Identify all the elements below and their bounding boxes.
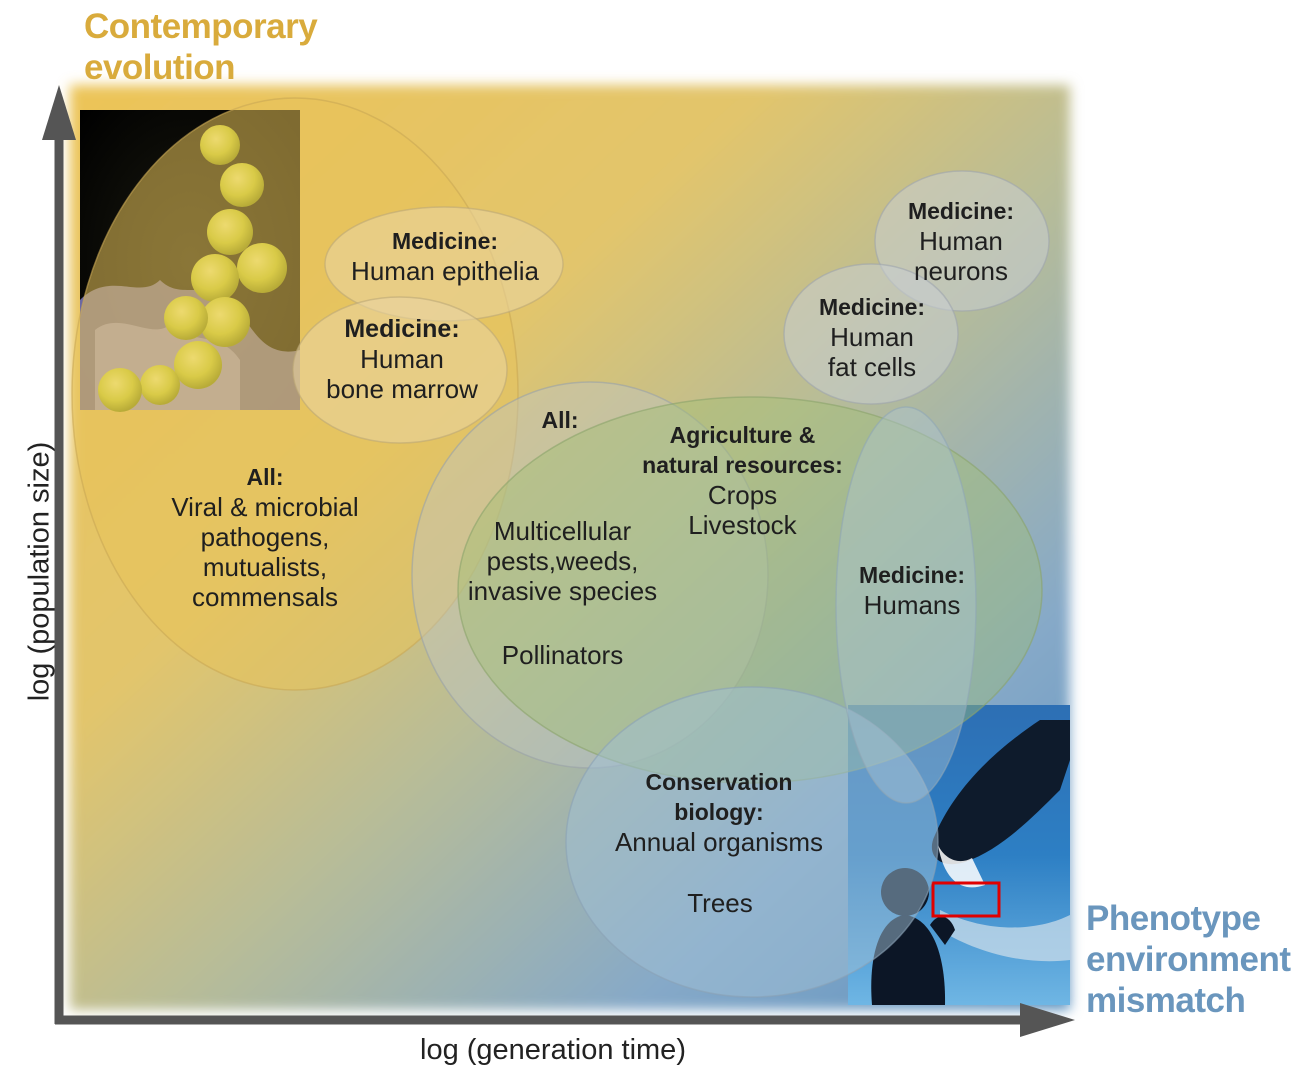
region-ellipse-conservation	[565, 686, 939, 998]
label-agriculture: Agriculture & natural resources: Crops L…	[630, 420, 855, 540]
line: pests,weeds,	[486, 546, 639, 576]
line: Humans	[863, 590, 961, 620]
line: Annual organisms	[614, 827, 824, 857]
line: Pollinators	[501, 640, 624, 670]
contemporary-line: Contemporary	[84, 7, 318, 46]
label-humans: Medicine: Humans	[848, 560, 976, 620]
line: invasive species	[467, 576, 658, 606]
y-axis-arrowhead	[42, 85, 76, 140]
region-ellipse-humans	[835, 406, 977, 804]
heading: Medicine:	[858, 562, 966, 588]
heading: Medicine:	[344, 315, 460, 343]
phenotype-mismatch-label: Phenotype environment mismatch	[1086, 898, 1291, 1021]
line: Human	[360, 344, 444, 374]
label-trees: Trees	[660, 888, 780, 918]
label-neurons: Medicine: Human neurons	[885, 196, 1037, 286]
line: pathogens,	[200, 522, 330, 552]
x-axis-arrowhead	[1020, 1003, 1075, 1037]
heading: Medicine:	[391, 228, 499, 254]
label-conservation: Conservation biology: Annual organisms	[590, 767, 848, 857]
region-ellipse-bone-marrow	[292, 296, 508, 444]
line: Livestock	[688, 510, 797, 540]
y-axis-label: log (population size)	[23, 441, 56, 702]
heading: natural resources:	[642, 452, 843, 478]
mismatch-line: mismatch	[1086, 981, 1246, 1020]
label-fat-cells: Medicine: Human fat cells	[796, 292, 948, 382]
evolution-line: evolution	[84, 48, 236, 87]
heading: Medicine:	[907, 198, 1015, 224]
line: mutualists,	[202, 552, 328, 582]
line: commensals	[192, 582, 338, 612]
line: fat cells	[827, 352, 917, 382]
heading: Medicine:	[818, 294, 926, 320]
heading: biology:	[674, 799, 764, 825]
line: Multicellular	[493, 516, 632, 546]
label-all-multicellular-heading: All:	[530, 405, 590, 435]
line: bone marrow	[326, 374, 478, 404]
line: Viral & microbial	[171, 492, 359, 522]
heading: Conservation	[645, 769, 793, 795]
label-bone-marrow: Medicine: Human bone marrow	[302, 314, 502, 404]
line: Human epithelia	[351, 256, 539, 286]
line: neurons	[914, 256, 1008, 286]
line: Human	[830, 322, 914, 352]
label-epithelia: Medicine: Human epithelia	[325, 226, 565, 286]
phenotype-line: Phenotype	[1086, 899, 1261, 938]
heading: All:	[541, 407, 579, 433]
region-ellipse-fat-cells	[783, 263, 959, 405]
label-pollinators: Pollinators	[470, 640, 655, 670]
contemporary-evolution-label: Contemporary evolution	[84, 6, 318, 88]
environment-line: environment	[1086, 940, 1291, 979]
line: Human	[919, 226, 1003, 256]
heading: All:	[246, 464, 284, 490]
line: Trees	[687, 888, 753, 918]
label-all-multicellular: Multicellular pests,weeds, invasive spec…	[440, 516, 685, 606]
highlight-box	[931, 881, 1001, 918]
line: Crops	[707, 480, 778, 510]
label-all-microbes: All: Viral & microbial pathogens, mutual…	[140, 462, 390, 612]
x-axis-label: log (generation time)	[420, 1034, 686, 1066]
heading: Agriculture &	[669, 422, 816, 448]
